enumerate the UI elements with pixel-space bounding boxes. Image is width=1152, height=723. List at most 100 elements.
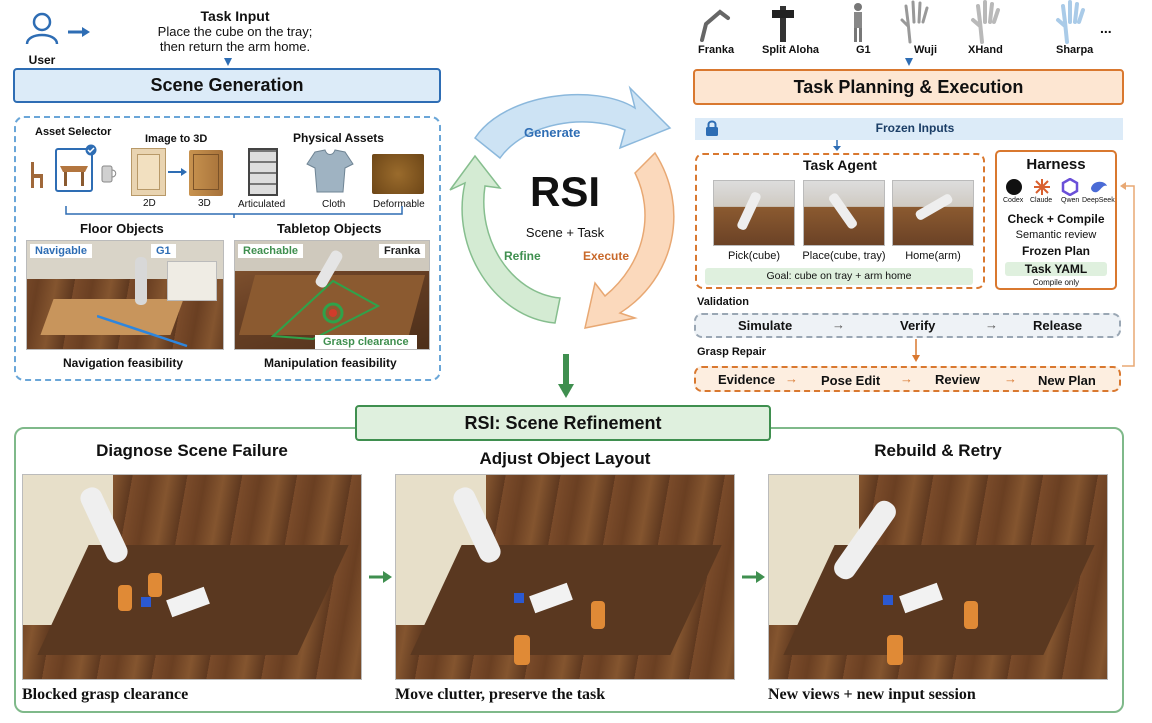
tabletop-scene-image: Reachable Franka Grasp clearance [234,240,430,350]
task-planning-title: Task Planning & Execution [793,77,1024,97]
deepseek-icon [1091,181,1107,193]
repair-pose-edit: Pose Edit [821,373,881,388]
reachable-tag: Reachable [238,244,304,258]
validation-release: Release [1033,318,1083,333]
model-label-deepseek: DeepSeek [1082,197,1115,204]
user-arrow-icon [68,27,90,37]
scene-image-rebuild [768,474,1108,680]
tabletop-objects-label: Tabletop Objects [277,221,382,236]
scene-image-adjust [395,474,735,680]
manipulation-feasibility-label: Manipulation feasibility [264,356,397,370]
rsi-center-sub: Scene + Task [525,225,605,240]
table-icon [60,166,88,186]
step-image-place [803,180,885,246]
deformable-label: Deformable [373,199,425,210]
image-to-3d-label: Image to 3D [145,133,208,145]
wuji-hand-icon [900,0,929,44]
articulated-label: Articulated [238,199,286,210]
cloth-label: Cloth [322,199,346,210]
scene-generation-header: Scene Generation [13,68,441,103]
frozen-inputs-down-arrow-icon [833,140,841,151]
robot-label-wuji: Wuji [914,44,938,56]
validation-simulate: Simulate [738,318,793,333]
scene-image-diagnose [22,474,362,680]
grasp-repair-row [694,366,1121,392]
task-input-line2: then return the arm home. [159,39,311,54]
model-label-claude: Claude [1030,197,1053,204]
repair-arrow-2: → [900,371,913,386]
repair-review: Review [935,372,980,387]
frozen-inputs-bar: Frozen Inputs [695,118,1123,140]
goal-label: Goal: cube on tray + arm home [766,270,912,282]
physical-assets-label: Physical Assets [293,131,384,145]
cloth-asset-icon [306,149,354,193]
panel-caption-adjust: Move clutter, preserve the task [395,686,606,703]
panel-caption-diagnose: Blocked grasp clearance [22,686,189,703]
robot-label-sharpa: Sharpa [1056,44,1094,56]
deformable-mat-asset [372,154,424,194]
panel-heading-adjust: Adjust Object Layout [479,449,651,468]
step-image-home [892,180,974,246]
validation-row [694,313,1121,338]
model-label-qwen: Qwen [1061,197,1080,204]
right-arrow-icon [168,168,187,176]
rsi-cycle-diagram [449,85,675,329]
g1-robot-icon [854,3,862,42]
franka-robot-icon [700,9,730,42]
assets-bracket [65,206,403,218]
refine-label: Refine [504,249,541,263]
asset-selector-label: Asset Selector [35,126,112,138]
harness-semantic: Semantic review [1015,229,1097,241]
refinement-down-arrow-icon [558,354,574,398]
user-label: User [28,53,56,67]
robot-label-split-aloha: Split Aloha [762,44,820,56]
rsi-center-label: RSI [529,168,600,215]
label-3d: 3D [198,198,211,209]
panel-arrow-icon-1 [369,571,392,583]
step-label-home: Home(arm) [905,250,961,262]
robot-label-franka: Franka [698,44,735,56]
grasp-repair-label: Grasp Repair [697,346,767,358]
sharpa-hand-icon [1056,0,1085,44]
panel-heading-diagnose: Diagnose Scene Failure [96,441,288,460]
model-icons: Codex Claude Qwen DeepSeek [1003,178,1115,208]
robot-label-g1: G1 [856,44,871,56]
chair-icon [31,162,43,188]
navigation-feasibility-label: Navigation feasibility [63,356,184,370]
down-arrow-icon [224,58,232,66]
codex-icon [1006,179,1022,195]
floor-objects-label: Floor Objects [80,221,164,236]
validation-arrow-2: → [985,317,998,332]
label-2d: 2D [143,198,156,209]
robots-down-arrow-icon [905,58,913,66]
grasp-clearance-tag: Grasp clearance [315,335,417,349]
cabinet-2d-image [131,148,166,196]
step-label-place: Place(cube, tray) [802,250,886,262]
panel-arrow-icon-2 [742,571,765,583]
table-asset-selected[interactable] [55,144,97,192]
user-icon [25,12,59,45]
xhand-hand-icon [971,0,1000,44]
split-aloha-robot-icon [772,6,794,42]
execute-label: Execute [583,249,630,263]
franka-tag: Franka [379,244,426,258]
harness-compile-only: Compile only [1032,278,1080,287]
task-input-title: Task Input [200,8,270,24]
harness-yaml: Task YAML [1005,262,1107,276]
qwen-icon [1061,178,1079,196]
robot-label-more: ... [1100,20,1112,36]
scene-generation-title: Scene Generation [150,75,304,95]
task-input-line1: Place the cube on the tray; [157,24,313,39]
robot-label-xhand: XHand [968,44,1003,56]
shelf-articulated-asset [248,148,278,196]
task-planning-header: Task Planning & Execution [693,69,1124,105]
task-agent-panel [695,153,985,289]
check-badge-icon [85,144,97,156]
validation-arrow-1: → [832,317,845,332]
verify-down-arrow-icon [912,339,920,362]
harness-title: Harness [1026,156,1086,173]
repair-arrow-3: → [1004,371,1017,386]
harness-frozen-plan: Frozen Plan [1021,244,1090,258]
repair-new-plan: New Plan [1038,373,1096,388]
harness-check: Check + Compile [1007,212,1105,226]
